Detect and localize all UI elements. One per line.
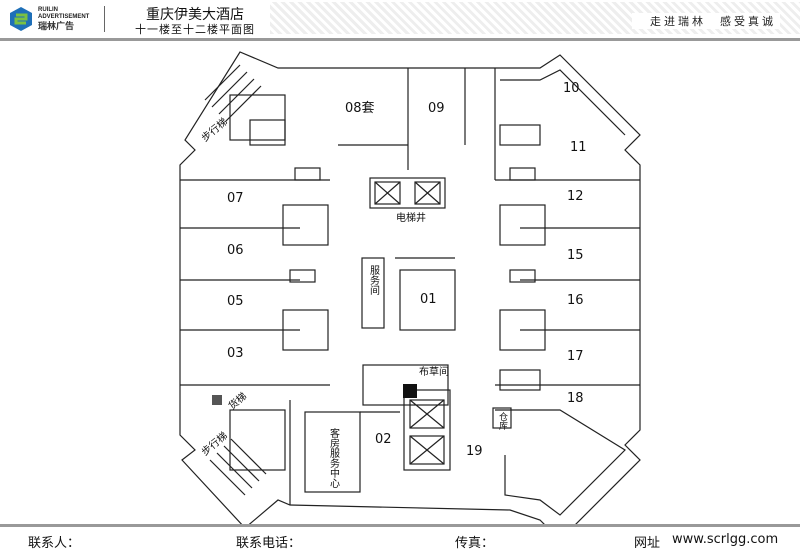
freight-elevator-label: 货梯 — [226, 389, 250, 412]
slogan: 走进瑞林 感受真诚 — [632, 13, 780, 29]
website-label: 网址 — [634, 536, 661, 551]
room-15: 15 — [567, 248, 584, 263]
logo-text: RUILIN ADVERTISEMENT 瑞林广告 — [38, 7, 89, 31]
room-08: 08套 — [345, 100, 375, 116]
linen-room-label: 布草间 — [419, 365, 449, 378]
housekeeping-center-label: 客房服务中心 — [328, 427, 340, 488]
room-18: 18 — [567, 391, 584, 406]
divider — [104, 6, 105, 32]
room-17: 17 — [567, 349, 584, 364]
room-10: 10 — [563, 81, 580, 96]
room-16: 16 — [567, 293, 584, 308]
logo-text-1: RUILIN — [38, 7, 58, 13]
storage-label: 仓库 — [497, 411, 508, 431]
contact-label: 联系人： — [28, 536, 81, 551]
stairs-top-label: 步行梯 — [199, 115, 230, 144]
hatch-block — [212, 395, 222, 405]
footer: 联系人： 联系电话： 传真： 网址 www.scrlgg.com — [0, 524, 800, 554]
slogan-2: 感受真诚 — [720, 15, 776, 28]
stairs-bottom-graphic — [209, 438, 267, 496]
service-room-label: 服务间 — [368, 265, 380, 296]
room-03: 03 — [227, 346, 244, 361]
room-05: 05 — [227, 294, 244, 309]
stairs-bottom-label: 步行梯 — [199, 429, 230, 458]
page-subtitle: 十一楼至十二楼平面图 — [135, 23, 255, 36]
elevator-shaft-label: 电梯井 — [396, 211, 426, 224]
ruilin-logo-icon — [10, 7, 32, 31]
room-01: 01 — [420, 292, 437, 307]
room-06: 06 — [227, 243, 244, 258]
website-link[interactable]: www.scrlgg.com — [672, 532, 779, 547]
header: RUILIN ADVERTISEMENT 瑞林广告 重庆伊美大酒店 十一楼至十二… — [0, 0, 800, 41]
fax-label: 传真： — [455, 536, 495, 551]
logo-text-cn: 瑞林广告 — [38, 21, 75, 31]
room-09: 09 — [428, 101, 445, 116]
logo-text-2: ADVERTISEMENT — [38, 14, 90, 20]
page-title: 重庆伊美大酒店 — [146, 7, 244, 23]
floor-plan: 08套 09 10 11 07 12 06 15 05 16 03 17 18 … — [179, 51, 641, 524]
room-07: 07 — [227, 191, 244, 206]
stairs-top-graphic — [204, 64, 262, 122]
room-11: 11 — [570, 140, 587, 155]
room-19: 19 — [466, 444, 483, 459]
room-02: 02 — [375, 432, 392, 447]
room-12: 12 — [567, 189, 584, 204]
phone-label: 联系电话： — [236, 536, 302, 551]
room-labels: 08套 09 10 11 07 12 06 15 05 16 03 17 18 … — [227, 81, 587, 459]
slogan-1: 走进瑞林 — [650, 15, 706, 28]
building-outline — [179, 51, 641, 524]
shaft-block — [403, 384, 417, 398]
